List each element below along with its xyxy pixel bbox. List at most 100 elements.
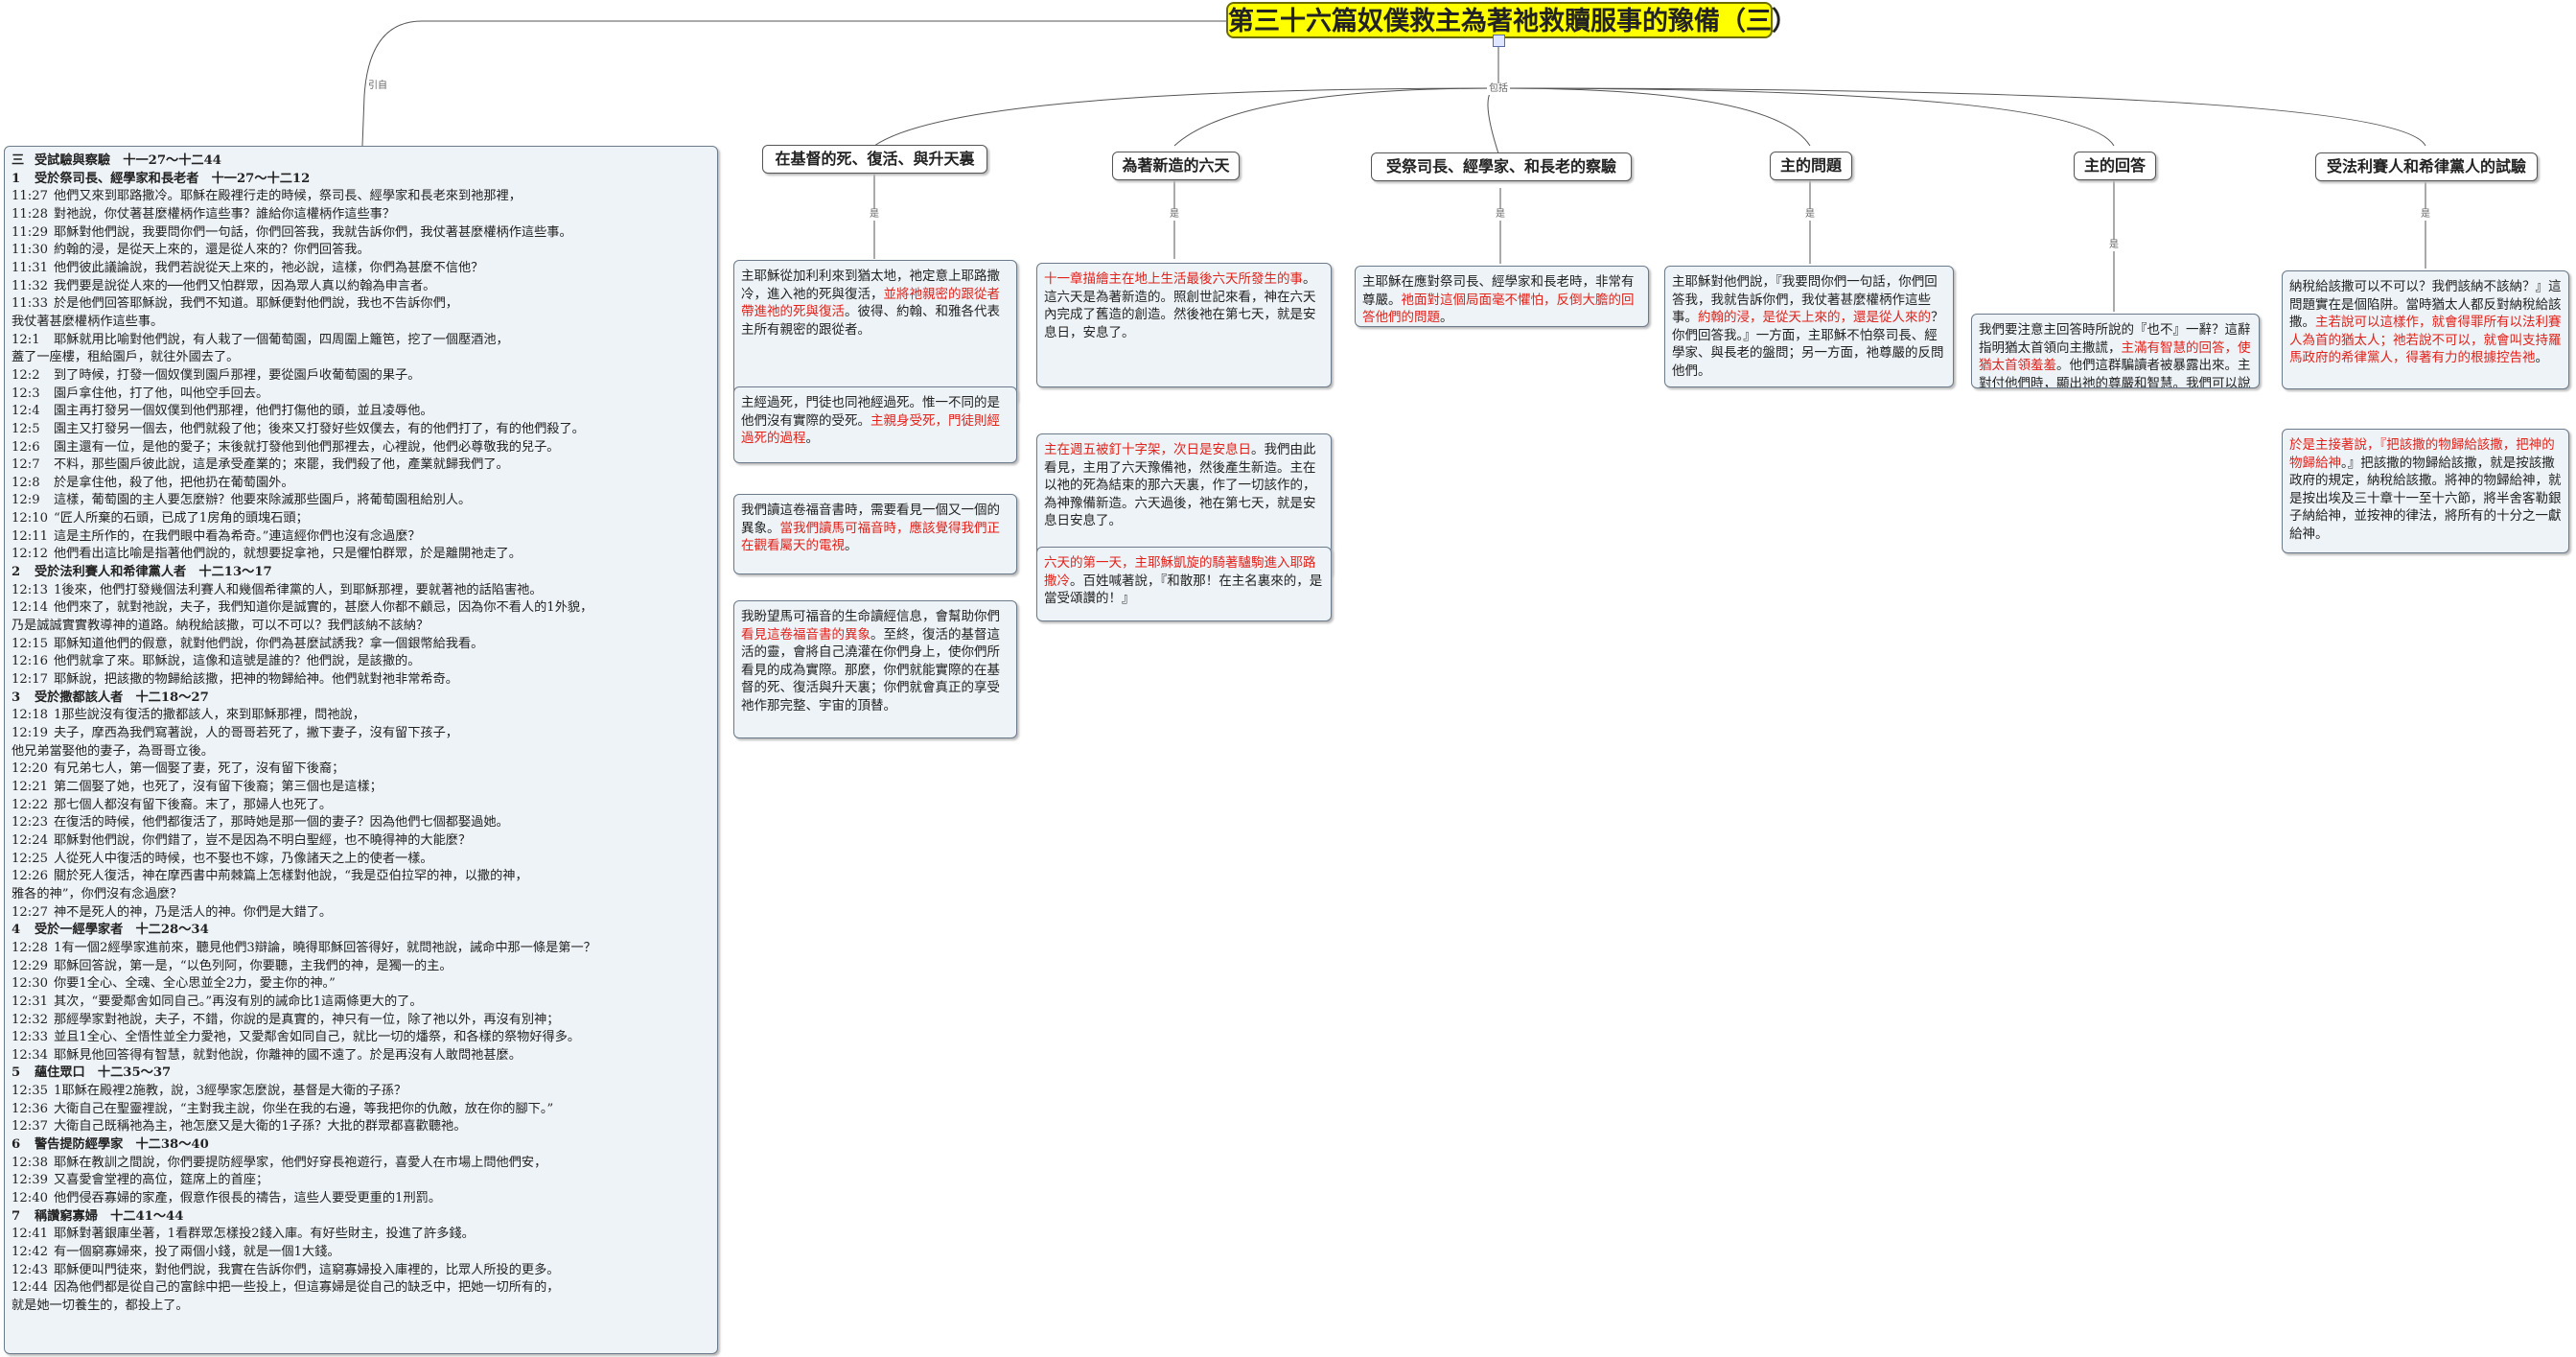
wire-hub-b2 [1173, 87, 1499, 147]
verse-ref: 11:28 [12, 206, 49, 222]
verse-ref: 12:39 [12, 1173, 49, 1188]
verse-ref: 12:4 [12, 404, 40, 419]
highlight-text: 主若說可以這樣作，就會得罪所有以法利賽人為首的猶太人；祂若說不可以，就會叫支持羅… [2289, 315, 2562, 365]
highlight-text: 於是主接著說，『把該撒的物歸給該撒，把神的物歸給神 [2289, 437, 2555, 471]
highlight-text: 並將祂親密的跟從者帶進祂的死與復活 [741, 286, 1000, 320]
root-topic[interactable]: 第三十六篇奴僕救主為著祂救贖服事的豫備（三） [1226, 2, 1798, 38]
verse-line: 12:39 又喜愛會堂裡的高位，筵席上的首座； [12, 1172, 710, 1190]
note-b4-1[interactable]: 主耶穌對他們說，『我要問你們一句話，你們回答我，我就告訴你們，我仗著甚麼權柄作這… [1664, 266, 1954, 387]
relation-label-sub: 是 [2107, 240, 2121, 251]
verse-text: 1有一個2經學家進前來，聽見他們3辯論，曉得耶穌回答得好，就問祂說，誡命中那一條… [54, 940, 596, 955]
relation-label-sub: 是 [1803, 209, 1817, 221]
verse-ref: 12:8 [12, 475, 40, 490]
verse-ref: 12:20 [12, 761, 49, 777]
verse-text: 於是拿住他，殺了他，把他扔在葡萄園外。 [54, 475, 294, 490]
verse-text: 他們彼此議論說，我們若說從天上來的，祂必說，這樣，你們為甚麼不信他？ [54, 260, 484, 275]
verse-line: 12:8 於是拿住他，殺了他，把他扔在葡萄園外。 [12, 475, 710, 493]
verse-continuation: 蓋了一座樓，租給園戶，就往外國去了。 [12, 350, 240, 365]
outline-heading-number: 三 [12, 153, 25, 168]
note-b5-1[interactable]: 我們要注意主回答時所說的『也不』一辭？這辭指明猶太首領向主撒謊，主滿有智慧的回答… [1971, 314, 2260, 388]
note-b2-3[interactable]: 六天的第一天，主耶穌凱旋的騎著驢駒進入耶路撒冷。百姓喊著說，『和散那！在主名裏來… [1036, 547, 1332, 621]
branch-pharisees-test[interactable]: 受法利賽人和希律黨人的試驗 [2315, 152, 2538, 181]
note-text: 我們讀這卷福音書時，需要看見一個又一個的異象。 [741, 503, 1000, 536]
branch-lords-question[interactable]: 主的問題 [1770, 152, 1852, 180]
note-b1-3[interactable]: 我們讀這卷福音書時，需要看見一個又一個的異象。當我們讀馬可福音時，應該覺得我們正… [733, 494, 1017, 574]
branch-lords-answer[interactable]: 主的回答 [2074, 152, 2156, 180]
wire-hub-b6 [1497, 87, 2426, 147]
note-b1-4[interactable]: 我盼望馬可福音的生命讀經信息，會幫助你們看見這卷福音書的異象。至終，復活的基督這… [733, 600, 1017, 738]
note-text: 。我們由此看見，主用了六天豫備祂，然後產生新造。主在以祂的死為結束的那六天裏，作… [1044, 442, 1316, 528]
relation-label-center: 包括 [1487, 83, 1510, 95]
verse-text: 他們來了，就對祂說，夫子，我們知道你是誠實的，甚麼人你都不顧忌，因為你不看人的1… [54, 600, 593, 616]
note-text: 。 [1440, 310, 1453, 325]
note-b1-1[interactable]: 主耶穌從加利利來到猶太地，祂定意上耶路撒冷，進入祂的死與復活，並將祂親密的跟從者… [733, 260, 1017, 404]
verse-text: 園主再打發另一個奴僕到他們那裡，他們打傷他的頭，並且凌辱他。 [54, 404, 433, 419]
verse-text: 不料，那些園戶彼此說，這是承受產業的；來罷，我們殺了他，產業就歸我們了。 [54, 457, 509, 473]
branch-six-days[interactable]: 為著新造的六天 [1112, 152, 1240, 180]
branch-death-resurrection[interactable]: 在基督的死、復活、與升天裏 [762, 145, 987, 174]
highlight-text: 約翰的浸，是從天上來的，還是從人來的 [1698, 310, 1931, 325]
outline-heading-number: 6 [12, 1137, 21, 1153]
note-b3-1[interactable]: 主耶穌在應對祭司長、經學家和長老時，非常有尊嚴。祂面對這個局面毫不懼怕，反倒大膽… [1355, 266, 1649, 327]
note-text: 主耶穌從加利利來到猶太地，祂定意上耶路撒冷，進入祂的死與復活， [741, 269, 1000, 302]
verse-ref: 12:32 [12, 1012, 49, 1027]
verse-text: 有一個窮寡婦來，投了兩個小錢，就是一個1大錢。 [54, 1245, 340, 1260]
verse-ref: 12:6 [12, 439, 40, 455]
verse-text: 神不是死人的神，乃是活人的神。你們是大錯了。 [54, 904, 333, 920]
verse-ref: 12:10 [12, 511, 49, 526]
verse-text: 耶穌對他們說，我要問你們一句話，你們回答我，我就告訴你們，我仗著甚麼權柄作這些事… [54, 224, 572, 240]
verse-ref: 12:44 [12, 1280, 49, 1296]
verse-text: 這樣，葡萄園的主人要怎麼辦？他要來除滅那些園戶，將葡萄園租給別人。 [54, 493, 472, 508]
branch-examination-elders[interactable]: 受祭司長、經學家、和長老的察驗 [1371, 152, 1632, 181]
note-text: 納稅給該撒可以不可以？我們該納不該納？』這問題實在是個陷阱。當時猶太人都反對納稅… [2289, 279, 2562, 330]
verse-text: 又喜愛會堂裡的高位，筵席上的首座； [54, 1173, 269, 1188]
outline-heading-text: 警告提防經學家 十二38～40 [35, 1137, 209, 1153]
verse-ref: 12:5 [12, 421, 40, 436]
verse-line: 12:10“匠人所棄的石頭，已成了1房角的頭塊石頭； [12, 510, 710, 528]
verse-text: 這是主所作的，在我們眼中看為希奇。”連這經你們也沒有念過麼？ [54, 528, 421, 544]
note-b6-2[interactable]: 於是主接著說，『把該撒的物歸給該撒，把神的物歸給神。』把該撒的物歸給該撒，就是按… [2282, 429, 2569, 553]
note-b1-2[interactable]: 主經過死，門徒也同祂經過死。惟一不同的是他們沒有實際的受死。主親身受死，門徒則經… [733, 386, 1017, 463]
outline-heading: 6 警告提防經學家 十二38～40 [12, 1136, 710, 1155]
wire-hub-b5 [1497, 87, 2115, 147]
relation-label-sub: 是 [2419, 209, 2432, 221]
verse-text: 第二個娶了她，也死了，沒有留下後裔；第三個也是這樣； [54, 779, 383, 794]
verse-text: 他們就拿了來。耶穌說，這像和這號是誰的？他們說，是該撒的。 [54, 654, 421, 669]
verse-ref: 12:15 [12, 636, 49, 651]
note-text: 。至終，復活的基督這活的靈，會將自己澆灌在你們身上，使你們所看見的成為實際。那麼… [741, 626, 1000, 714]
verse-text: 園主還有一位，是他的愛子；末後就打發他到他們那裡去，心裡說，他們必尊敬我的兒子。 [54, 439, 560, 455]
verse-text: 有兄弟七人，第一個娶了妻，死了，沒有留下後裔； [54, 761, 345, 777]
verse-text: 耶穌對著銀庫坐著，1看群眾怎樣投2錢入庫。有好些財主，投進了許多錢。 [54, 1227, 475, 1242]
verse-text: 夫子，摩西為我們寫著說，人的哥哥若死了，撇下妻子，沒有留下孩子， [54, 726, 458, 740]
note-b2-1[interactable]: 十一章描繪主在地上生活最後六天所發生的事。這六天是為著新造的。照創世記來看，神在… [1036, 263, 1332, 387]
verse-ref: 12:18 [12, 708, 49, 723]
note-text: 。 [2535, 350, 2549, 365]
verse-text: 他們看出這比喻是指著他們說的，就想要捉拿祂，只是懼怕群眾，於是離開祂走了。 [54, 547, 522, 562]
highlight-text: 十一章描繪主在地上生活最後六天所發生的事 [1044, 271, 1303, 287]
verse-text: 耶穌在教訓之間說，你們要提防經學家，他們好穿長袍遊行，喜愛人在市場上問他們安， [54, 1155, 547, 1170]
verse-ref: 12:3 [12, 386, 40, 401]
note-b6-1[interactable]: 納稅給該撒可以不可以？我們該納不該納？』這問題實在是個陷阱。當時猶太人都反對納稅… [2282, 270, 2569, 389]
